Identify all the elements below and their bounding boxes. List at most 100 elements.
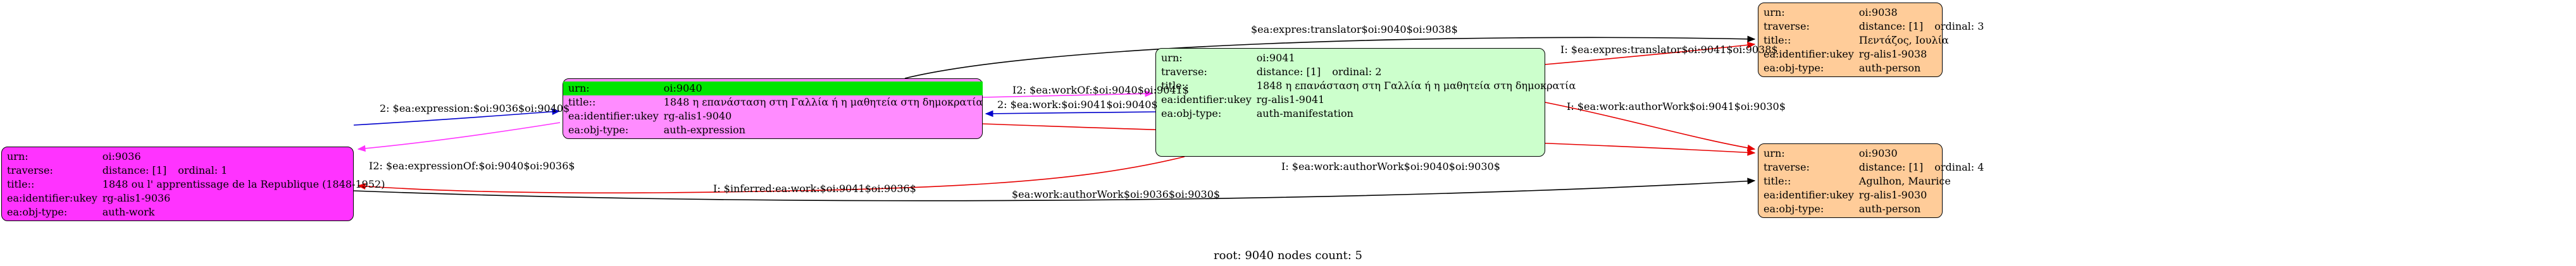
edge-label: I: $inferred:ea:work:$oi:9041$oi:9036$ [713, 183, 916, 195]
node-row: title::1848 ou l' apprentissage de la Re… [2, 178, 385, 191]
node-field-value: oi:9038 [1854, 6, 1984, 20]
node-field-key: urn: [1764, 6, 1785, 18]
edge-oi9041-oi9038 [1545, 44, 1755, 65]
node-field-value-text: auth-person [1858, 203, 1921, 215]
node-field-value: auth-manifestation [1252, 107, 1576, 121]
node-field-value-text: auth-person [1858, 62, 1921, 74]
node-field-key: urn: [1764, 147, 1785, 159]
edge-label: $ea:expres:translator$oi:9040$oi:9038$ [1251, 23, 1458, 35]
node-field-value-text: Agulhon, Maurice [1858, 175, 1951, 187]
node-field-value: rg-alis1-9041 [1252, 93, 1576, 107]
node-field-value: distance: [1] ordinal: 4 [1854, 160, 1984, 174]
node-field-value: auth-expression [659, 123, 983, 137]
node-field-value-text: 1848 η επανάσταση στη Γαλλία ή η μαθητεί… [1256, 80, 1576, 92]
node-row: title::1848 η επανάσταση στη Γαλλία ή η … [1156, 79, 1576, 93]
graph-footer: root: 9040 nodes count: 5 [1214, 249, 1362, 262]
edge-arrowhead [1747, 149, 1756, 156]
node-field-key: ea:obj-type: [7, 206, 68, 218]
node-row: title::Agulhon, Maurice [1758, 174, 1984, 188]
node-field-value-text: oi:9036 [102, 150, 141, 162]
edge-arrowhead [1747, 35, 1756, 43]
node-field-value: distance: [1]ordinal: 3 [1854, 20, 1984, 33]
edge-label: 2: $ea:expression:$oi:9036$oi:9040$ [380, 102, 570, 114]
edge-arrowhead [1747, 178, 1756, 184]
node-field-key: traverse: [1764, 20, 1810, 32]
edge-label: $ea:work:authorWork$oi:9036$oi:9030$ [1012, 188, 1221, 200]
edge-oi9041-oi9036 [358, 156, 1185, 194]
node-field-value: distance: [1]ordinal: 1 [97, 164, 385, 178]
node-field-key: title:: [1764, 175, 1791, 187]
node-row: traverse:distance: [1]ordinal: 1 [2, 164, 385, 178]
node-field-value: rg-alis1-9038 [1854, 47, 1984, 61]
node-field-value: 1848 η επανάσταση στη Γαλλία ή η μαθητεί… [1252, 79, 1576, 93]
node-field-value: oi:9040 [658, 82, 983, 95]
edge-label: I: $ea:work:authorWork$oi:9040$oi:9030$ [1281, 160, 1500, 172]
edge-arrowhead [552, 108, 561, 116]
node-field-key: ea:identifier:ukey [7, 192, 97, 204]
node-row: traverse: distance: [1]ordinal: 3 [1758, 20, 1984, 33]
node-field-value: 1848 η επανάσταση στη Γαλλία ή η μαθητεί… [659, 95, 983, 109]
node-field-key: title:: [1161, 80, 1189, 92]
edge-oi9036-oi9040 [353, 111, 560, 126]
node-row: urn: oi:9038 [1758, 6, 1984, 20]
node-field-value-text: rg-alis1-9040 [663, 110, 732, 122]
edge-label: I: $ea:expres:translator$oi:9041$oi:9038… [1560, 44, 1778, 56]
node-field-key: ea:identifier:ukey [568, 110, 659, 122]
node-field-value: auth-person [1854, 202, 1984, 216]
node-field-key: ea:obj-type: [568, 124, 629, 136]
node-oi9038[interactable]: urn: oi:9038 traverse: distance: [1]ordinal… [1758, 3, 1984, 77]
node-row: urn: oi:9036 [2, 150, 385, 164]
node-field-key: urn: [1161, 52, 1183, 64]
node-field-value-text: distance: [1] [1858, 161, 1924, 173]
node-field-value: oi:9041 [1252, 51, 1576, 65]
edge-arrowhead [357, 183, 366, 190]
edge-arrowhead [985, 110, 993, 118]
node-field-value-text: distance: [1] [1858, 20, 1924, 32]
node-field-key: title:: [568, 96, 596, 108]
node-field-value-text: distance: [1] [1256, 66, 1321, 78]
node-field-value-text: auth-manifestation [1256, 107, 1353, 119]
node-field-value-text: auth-expression [663, 124, 746, 136]
edge-oi9036-oi9030 [353, 180, 1755, 202]
node-ordinal-text: ordinal: 4 [1934, 161, 1984, 173]
node-oi9036[interactable]: urn: oi:9036 traverse:distance: [1]ordinal… [1, 147, 385, 221]
edge-label: I2: $ea:expressionOf:$oi:9040$oi:9036$ [369, 160, 575, 172]
node-field-key: ea:identifier:ukey [1764, 189, 1854, 201]
node-field-value-text: oi:9038 [1858, 6, 1898, 18]
node-row: traverse:distance: [1]ordinal: 2 [1156, 65, 1576, 79]
edge-label: 2: $ea:work:$oi:9041$oi:9040$ [997, 99, 1158, 111]
node-row: title::1848 η επανάσταση στη Γαλλία ή η … [563, 95, 983, 109]
node-field-key: title:: [1764, 34, 1791, 46]
node-field-value: rg-alis1-9036 [97, 191, 385, 205]
node-row: ea:obj-type:auth-person [1758, 202, 1984, 216]
node-field-value-text: oi:9030 [1858, 147, 1898, 159]
node-row: urn: oi:9041 [1156, 51, 1576, 65]
node-row: urn: oi:9040 [563, 82, 983, 95]
node-field-key: urn: [7, 150, 28, 162]
node-field-value-text: oi:9040 [663, 82, 702, 94]
node-field-value-text: 1848 ou l' apprentissage de la Republiqu… [102, 178, 385, 190]
edge-label: I2: $ea:workOf:$oi:9040$oi:9041$ [1012, 84, 1189, 96]
edge-oi9040-oi9036 [358, 122, 561, 150]
node-field-key: ea:identifier:ukey [1161, 94, 1252, 106]
node-field-value-text: Πεντάζος, Ιουλία [1858, 34, 1949, 46]
node-field-value: 1848 ou l' apprentissage de la Republiqu… [97, 178, 385, 191]
node-field-value-text: 1848 η επανάσταση στη Γαλλία ή η μαθητεί… [663, 96, 983, 108]
node-field-key: urn: [563, 82, 659, 95]
node-field-value: rg-alis1-9040 [659, 109, 983, 123]
node-field-value: rg-alis1-9030 [1854, 188, 1984, 202]
node-row: ea:obj-type: auth-work [2, 205, 385, 219]
node-field-value: auth-work [97, 205, 385, 219]
edge-arrowhead [1746, 42, 1756, 49]
node-field-value: Agulhon, Maurice [1854, 174, 1984, 188]
node-field-value-text: rg-alis1-9036 [102, 192, 171, 204]
node-ordinal-text: ordinal: 1 [178, 164, 228, 176]
node-row: ea:obj-type: auth-expression [563, 123, 983, 137]
node-row: ea:identifier:ukey rg-alis1-9040 [563, 109, 983, 123]
